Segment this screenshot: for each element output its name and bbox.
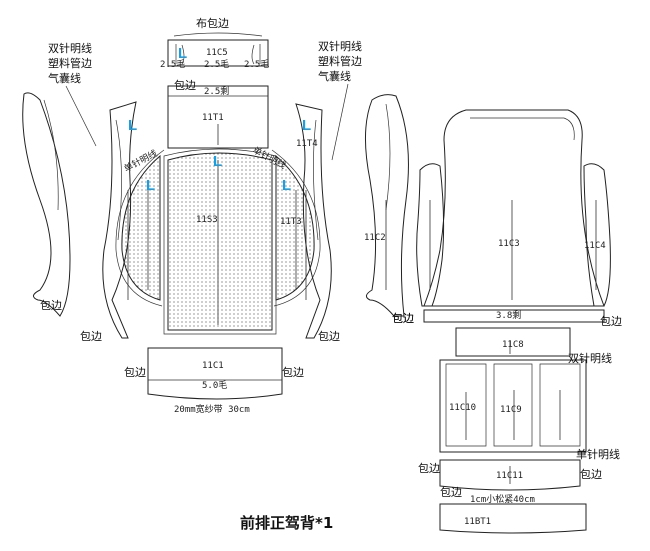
piece-left-outer [22, 92, 71, 317]
label-11c9: 11C9 [500, 405, 522, 415]
piece-11c11: 11C11 [439, 459, 581, 491]
piece-11c3: 11C3 [423, 109, 605, 307]
letter-mark-s3: L [213, 153, 222, 170]
dim-mid-11c5: 2.5毛 [204, 58, 229, 70]
letter-mark-left-second: L [128, 117, 137, 134]
letter-mark-c5: L [178, 45, 187, 62]
piece-11c10-group: 11C10 11C9 [439, 359, 587, 453]
right-note-line1: 双针明线 [318, 39, 362, 53]
binding-left-outer: 包边 [40, 299, 62, 312]
binding-c2: 包边 [392, 312, 414, 325]
seam-double-label: 双针明线 [568, 351, 612, 365]
right-note: 双针明线 塑料管边 气囊线 [318, 39, 362, 161]
letter-mark-left-inner: L [146, 177, 155, 194]
left-note-line2: 塑料管边 [48, 56, 92, 70]
label-11c11: 11C11 [496, 471, 523, 481]
piece-11c8: 11C8 [455, 327, 571, 357]
right-note-line3: 气囊线 [318, 69, 351, 83]
binding-c11-right: 包边 [580, 468, 602, 481]
dim-11c1: 5.0毛 [202, 379, 227, 391]
dim-seam-strip: 3.8剩 [496, 309, 521, 321]
binding-t1: 包边 [174, 79, 196, 92]
strap-note: 20mm宽纱带 30cm [174, 403, 250, 415]
binding-left-second: 包边 [80, 330, 102, 343]
label-11c2: 11C2 [364, 233, 386, 243]
seam-strip: 3.8剩 [423, 309, 605, 323]
binding-c1-left: 包边 [124, 366, 146, 379]
label-11c10: 11C10 [449, 403, 476, 413]
letter-mark-t3: L [282, 177, 291, 194]
binding-strip-left: 包边 [392, 312, 414, 325]
label-11c8: 11C8 [502, 340, 524, 350]
binding-t4: 包边 [318, 330, 340, 343]
dim-left-11c5: 2.5毛 [160, 58, 185, 70]
dim-right-11c5: 2.5毛 [244, 58, 269, 70]
right-note-line2: 塑料管边 [318, 54, 362, 68]
binding-strip-right: 包边 [600, 315, 622, 328]
label-11c3: 11C3 [498, 239, 520, 249]
piece-11bt1: 11BT1 [439, 503, 587, 534]
left-note-line3: 气囊线 [48, 71, 81, 85]
label-11c5: 11C5 [206, 48, 228, 58]
piece-left-inner: L [115, 149, 165, 307]
piece-11t3: 11T3 L [271, 149, 321, 307]
piece-left-second: L [102, 101, 137, 339]
piece-11c4: 11C4 [583, 163, 611, 307]
piece-left-gusset [416, 163, 445, 307]
piece-11t4: 11T4 L [295, 103, 332, 339]
binding-c11-left: 包边 [418, 462, 440, 475]
piece-11c1: 11C1 5.0毛 [147, 347, 283, 400]
letter-mark-t4: L [302, 117, 311, 134]
piece-11t1: 2.5剩 11T1 [167, 85, 269, 149]
label-11t4: 11T4 [296, 139, 318, 149]
label-11t3: 11T3 [280, 217, 302, 227]
binding-c1-right: 包边 [282, 366, 304, 379]
piece-11c5: 11C5 2.5毛 2.5毛 2.5毛 L [160, 32, 269, 70]
left-note: 双针明线 塑料管边 气囊线 [48, 41, 97, 147]
binding-c11-bottom: 包边 [440, 486, 462, 499]
top-label: 布包边 [196, 17, 229, 30]
left-note-line1: 双针明线 [48, 41, 92, 55]
label-11c1: 11C1 [202, 361, 224, 371]
label-11t1: 11T1 [202, 113, 224, 123]
piece-11s3: 11S3 L [163, 148, 277, 335]
diagram-title: 前排正驾背*1 [240, 514, 333, 532]
piece-11c2: 11C2 [364, 94, 409, 317]
label-11c4: 11C4 [584, 241, 606, 251]
dim-11t1: 2.5剩 [204, 85, 229, 97]
elastic-note: 1cm小松紧40cm [470, 493, 535, 505]
label-11bt1: 11BT1 [464, 517, 491, 527]
seam-single-label: 单针明线 [576, 447, 620, 461]
label-11s3: 11S3 [196, 215, 218, 225]
